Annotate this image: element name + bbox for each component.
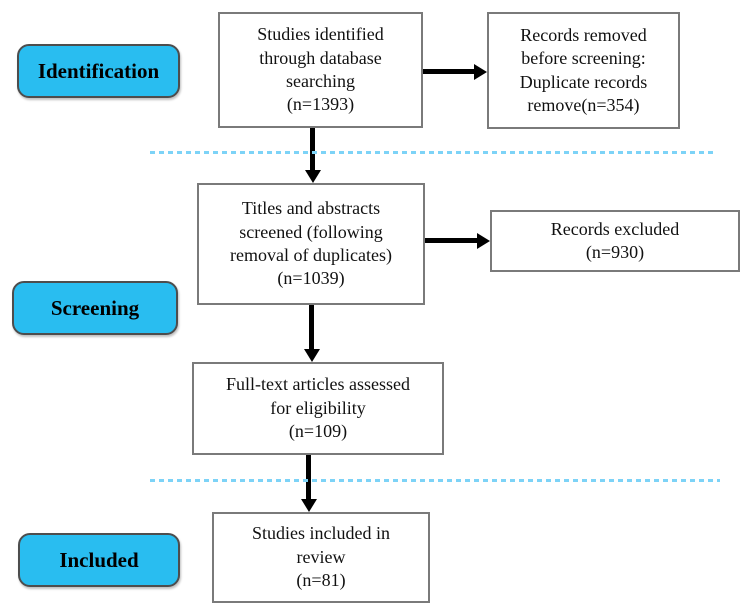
box-studies-identified: Studies identified through database sear… xyxy=(218,12,423,128)
stage-label-screening: Screening xyxy=(12,281,178,335)
arrow-down-identified-to-screened xyxy=(310,128,315,171)
stage-label-included: Included xyxy=(18,533,180,587)
arrow-down-fulltext-to-included xyxy=(306,455,311,500)
arrow-right-screened-to-excluded xyxy=(425,238,478,243)
box-titles-abstracts-screened: Titles and abstracts screened (following… xyxy=(197,183,425,305)
box-studies-included: Studies included in review (n=81) xyxy=(212,512,430,603)
box-fulltext-assessed: Full-text articles assessed for eligibil… xyxy=(192,362,444,455)
separator-dashed-screening-included xyxy=(150,479,720,482)
arrow-down-screened-to-fulltext xyxy=(309,305,314,350)
separator-dashed-identification-screening xyxy=(150,151,716,154)
box-records-excluded: Records excluded (n=930) xyxy=(490,210,740,272)
arrow-right-identified-to-removed xyxy=(423,69,475,74)
box-records-removed: Records removed before screening: Duplic… xyxy=(487,12,680,129)
stage-label-identification: Identification xyxy=(17,44,180,98)
